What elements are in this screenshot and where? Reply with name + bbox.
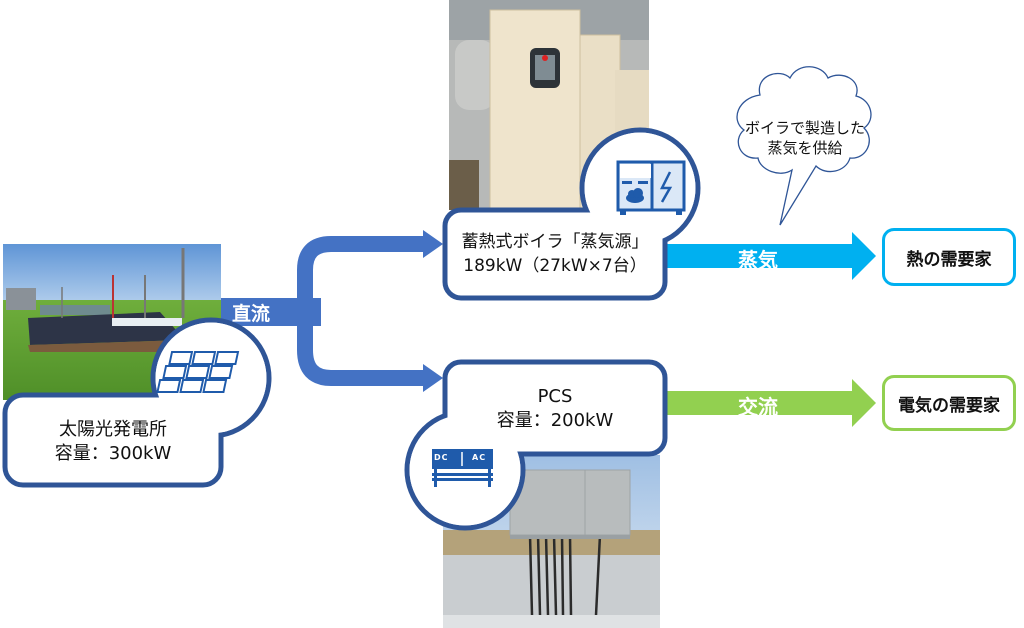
pcs-icon-dc-label: DC <box>434 453 449 462</box>
pcs-icon-ac-label: AC <box>472 453 487 462</box>
power-demand-box: 電気の需要家 <box>882 375 1016 431</box>
thought-cloud-callout <box>736 66 872 226</box>
power-conditioner-icon <box>432 449 493 487</box>
power-demand-label: 電気の需要家 <box>898 395 1000 416</box>
dc-flow-label: 直流 <box>232 303 271 325</box>
solar-plant-name: 太陽光発電所 <box>59 419 167 440</box>
solar-panel-icon <box>156 351 240 393</box>
pcs-capacity: 容量：200kW <box>496 410 614 431</box>
dc-flow-lower-branch <box>297 312 425 386</box>
solar-plant-capacity: 容量：300kW <box>54 443 172 464</box>
dc-flow-upper-arrowhead <box>423 230 443 258</box>
heat-demand-box: 熱の需要家 <box>882 228 1016 286</box>
pcs-label: PCS 容量：200kW <box>448 385 662 433</box>
ac-flow-band <box>665 391 855 415</box>
pcs-name: PCS <box>537 386 573 407</box>
ac-flow-arrowhead <box>852 379 876 427</box>
solar-plant-label: 太陽光発電所 容量：300kW <box>10 418 216 466</box>
steam-flow-arrowhead <box>852 232 876 280</box>
boiler-label: 蓄熱式ボイラ「蒸気源」 189kW（27kW×7台） <box>448 230 662 278</box>
steam-flow-label: 蒸気 <box>738 248 778 272</box>
heat-demand-label: 熱の需要家 <box>906 249 992 270</box>
thermal-boiler-icon <box>616 160 686 215</box>
dc-flow-lower-arrowhead <box>423 364 443 392</box>
dc-flow-upper-branch <box>297 236 425 312</box>
pcs-callout-shape <box>404 359 668 531</box>
boiler-name: 蓄熱式ボイラ「蒸気源」 <box>461 232 649 252</box>
cloud-callout-line1: ボイラで製造した <box>744 119 865 137</box>
cloud-callout-line2: 蒸気を供給 <box>767 139 843 157</box>
boiler-capacity: 189kW（27kW×7台） <box>463 256 647 276</box>
cloud-callout-text: ボイラで製造した 蒸気を供給 <box>730 118 880 158</box>
ac-flow-label: 交流 <box>738 395 778 419</box>
steam-flow-band <box>665 244 855 268</box>
